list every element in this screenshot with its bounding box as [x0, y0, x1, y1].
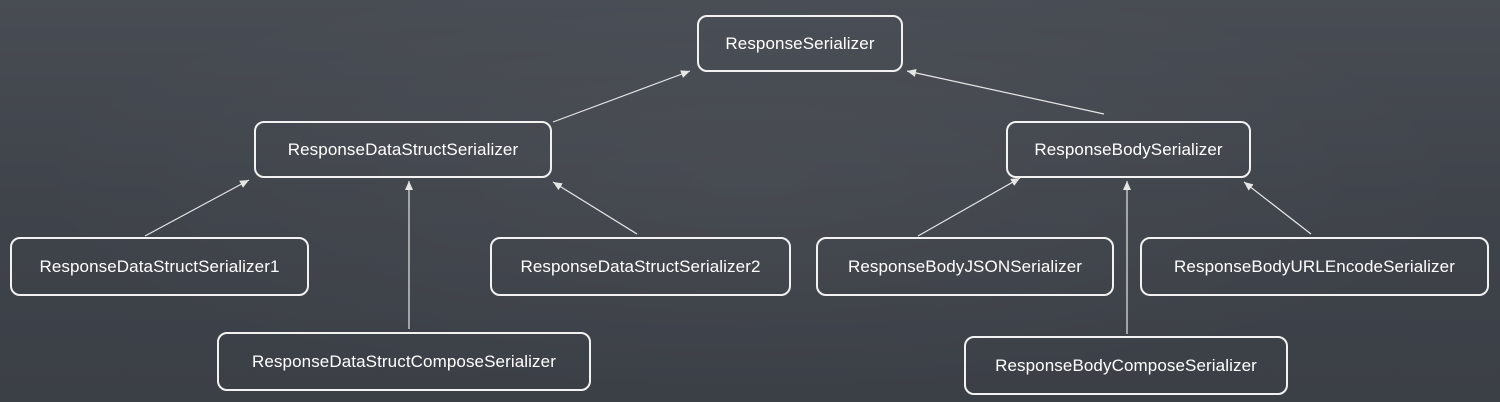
node-response-body-compose-serializer: ResponseBodyComposeSerializer — [964, 336, 1288, 395]
edge-n7-to-n2 — [1243, 181, 1312, 235]
edge-n2-to-n0 — [906, 69, 1105, 115]
node-response-body-serializer: ResponseBodySerializer — [1006, 121, 1251, 178]
edge-n6-to-n2 — [917, 177, 1021, 237]
node-response-body-url-encode-serializer: ResponseBodyURLEncodeSerializer — [1140, 237, 1489, 296]
edge-n1-to-n0 — [552, 70, 691, 123]
edge-n4-to-n1 — [552, 181, 638, 235]
node-response-data-struct-serializer1: ResponseDataStructSerializer1 — [10, 237, 309, 296]
node-response-data-struct-compose-serializer: ResponseDataStructComposeSerializer — [217, 332, 591, 391]
edge-n3-to-n1 — [144, 179, 250, 237]
node-response-body-json-serializer: ResponseBodyJSONSerializer — [816, 237, 1114, 296]
node-response-data-struct-serializer2: ResponseDataStructSerializer2 — [490, 237, 791, 296]
node-response-data-struct-serializer: ResponseDataStructSerializer — [254, 121, 552, 178]
node-response-serializer: ResponseSerializer — [697, 15, 903, 72]
